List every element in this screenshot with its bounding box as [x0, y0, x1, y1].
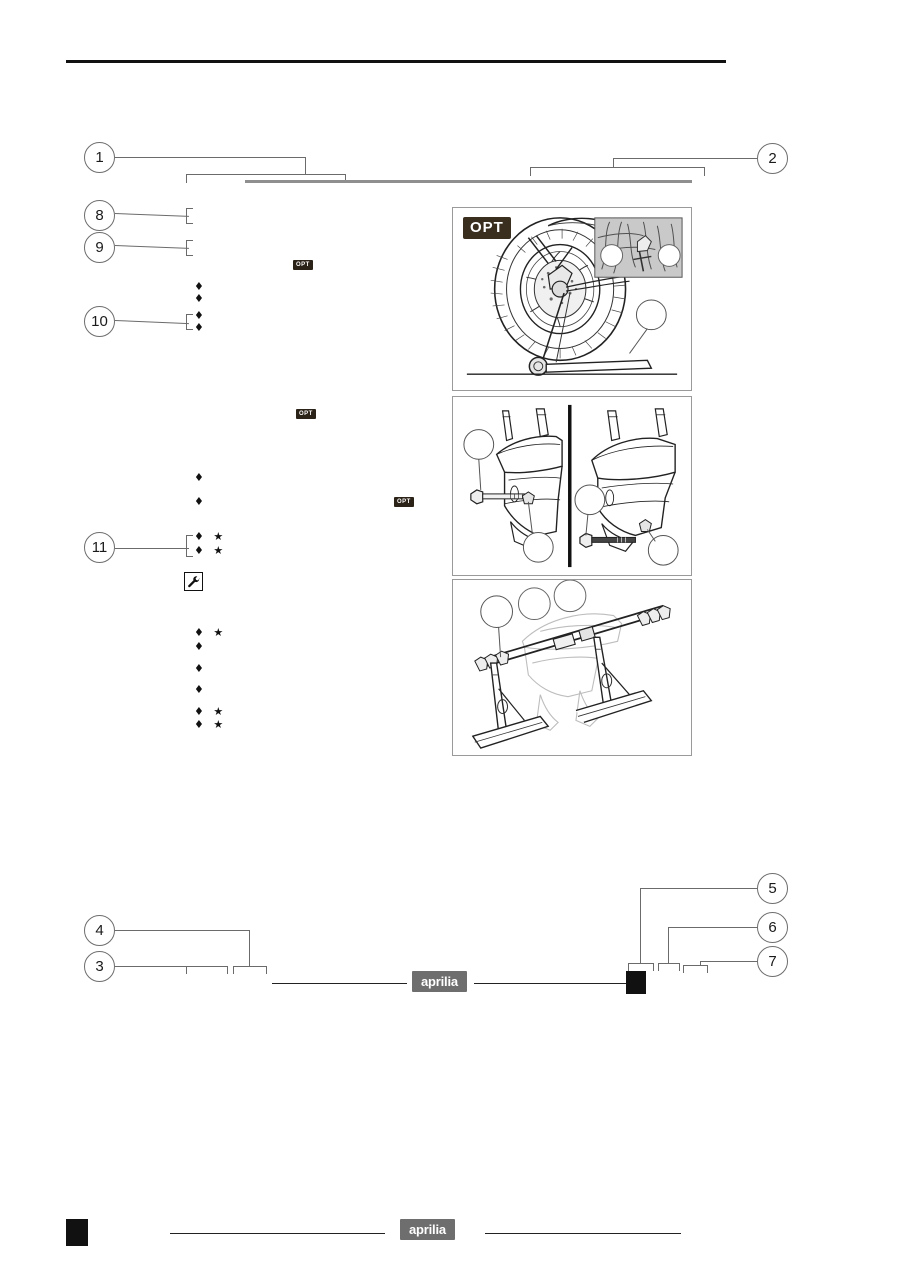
callout-7-label: 7 [768, 953, 777, 970]
callout-2-leader-drop [613, 158, 614, 168]
callout-10-bracket [186, 314, 193, 330]
marker-5: ♦ [194, 471, 207, 484]
marker-13: ♦ ★ [194, 705, 227, 718]
marker-1: ♦ [194, 280, 207, 293]
footer-rule-right [485, 1233, 681, 1234]
callout-2-leader [613, 158, 757, 159]
callout-4[interactable]: 4 [84, 915, 115, 946]
footer-rule-left [170, 1233, 385, 1234]
callout-6-leader-drop [668, 927, 669, 963]
callout-6-leader [668, 927, 757, 928]
callout-4-bracket [233, 966, 267, 974]
callout-1[interactable]: 1 [84, 142, 115, 173]
opt-badge-small-1: OPT [293, 260, 313, 270]
callout-10-label: 10 [91, 313, 108, 330]
callout-6-bracket [658, 963, 680, 971]
marker-8: ♦ ★ [194, 544, 227, 557]
callout-11[interactable]: 11 [84, 532, 115, 563]
marker-6: ♦ [194, 495, 207, 508]
callout-3-leader [115, 966, 213, 967]
callout-3[interactable]: 3 [84, 951, 115, 982]
callout-4-leader [115, 930, 249, 931]
callout-5-label: 5 [768, 880, 777, 897]
callout-10-leader [114, 320, 189, 325]
callout-10[interactable]: 10 [84, 306, 115, 337]
callout-4-label: 4 [95, 922, 104, 939]
callout-1-label: 1 [95, 149, 104, 166]
callout-8-label: 8 [95, 207, 104, 224]
footer-page-marker [66, 1219, 88, 1246]
callout-1-leader-drop [305, 157, 306, 175]
callout-7[interactable]: 7 [757, 946, 788, 977]
marker-11: ♦ [194, 662, 207, 675]
section-rule [245, 180, 692, 183]
aprilia-badge-mid: aprilia [412, 971, 467, 992]
callout-8[interactable]: 8 [84, 200, 115, 231]
marker-10: ♦ [194, 640, 207, 653]
callout-5-leader-drop [640, 888, 641, 963]
marker-4: ♦ [194, 321, 207, 334]
callout-7-leader-drop [700, 961, 701, 965]
header-rule [66, 60, 726, 63]
marker-3: ♦ [194, 309, 207, 322]
aprilia-badge-footer: aprilia [400, 1219, 455, 1240]
callout-2-bracket [530, 167, 705, 176]
marker-12: ♦ [194, 683, 207, 696]
callout-2-label: 2 [768, 150, 777, 167]
callout-1-bracket [186, 174, 346, 183]
callout-11-label: 11 [91, 539, 108, 556]
opt-badge-small-2: OPT [296, 409, 316, 419]
marker-2: ♦ [194, 292, 207, 305]
callout-3-bracket [186, 966, 228, 974]
mid-rule-right [474, 983, 626, 984]
callout-4-leader-drop [249, 930, 250, 966]
callout-7-bracket [683, 965, 708, 973]
callout-6[interactable]: 6 [757, 912, 788, 943]
figure-swingarm-pivot [452, 396, 692, 576]
callout-5[interactable]: 5 [757, 873, 788, 904]
callout-7-leader [700, 961, 757, 962]
callout-9-bracket [186, 240, 193, 256]
callout-11-bracket [186, 535, 193, 557]
opt-badge-large: OPT [463, 217, 511, 239]
callout-9-leader [114, 245, 189, 249]
opt-badge-small-3: OPT [394, 497, 414, 507]
callout-5-leader [640, 888, 757, 889]
callout-6-label: 6 [768, 919, 777, 936]
marker-7: ♦ ★ [194, 530, 227, 543]
figure-rear-wheel-stand [452, 207, 692, 391]
mid-rule-left [272, 983, 407, 984]
callout-8-leader [114, 213, 189, 217]
marker-9: ♦ ★ [194, 626, 227, 639]
callout-9-label: 9 [95, 239, 104, 256]
wrench-icon [184, 572, 203, 591]
callout-2[interactable]: 2 [757, 143, 788, 174]
marker-14: ♦ ★ [194, 718, 227, 731]
callout-9[interactable]: 9 [84, 232, 115, 263]
figure-engine-support-stand [452, 579, 692, 756]
callout-1-leader [115, 157, 305, 158]
node-marker-square [626, 971, 646, 994]
callout-11-leader [115, 548, 189, 549]
callout-3-label: 3 [95, 958, 104, 975]
callout-5-bracket [628, 963, 654, 971]
callout-8-bracket [186, 208, 193, 224]
